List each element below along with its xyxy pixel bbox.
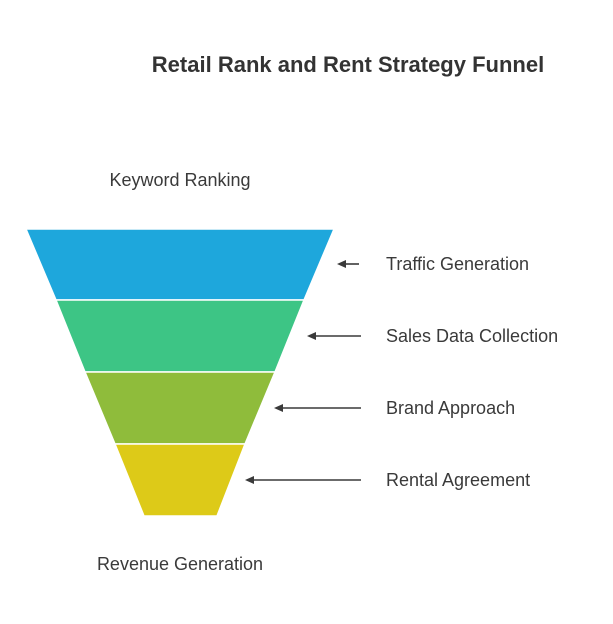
funnel-stage-3 [83,371,277,445]
funnel-bottom-label: Revenue Generation [96,554,264,574]
funnel-stage-1 [24,228,336,301]
diagram-title: Retail Rank and Rent Strategy Funnel [151,52,545,77]
funnel-stage-2 [54,299,306,373]
funnel-top-label: Keyword Ranking [109,170,251,190]
arrow-stage-3 [274,404,361,412]
stage-label-rental-agreement: Rental Agreement [386,470,531,490]
arrow-stage-1 [337,260,359,268]
funnel-stage-4 [113,443,247,517]
stage-label-traffic-generation: Traffic Generation [386,254,530,274]
stage-label-brand-approach: Brand Approach [386,398,516,418]
arrow-stage-4 [245,476,361,484]
stage-label-sales-data-collection: Sales Data Collection [386,326,559,346]
arrow-stage-2 [307,332,361,340]
